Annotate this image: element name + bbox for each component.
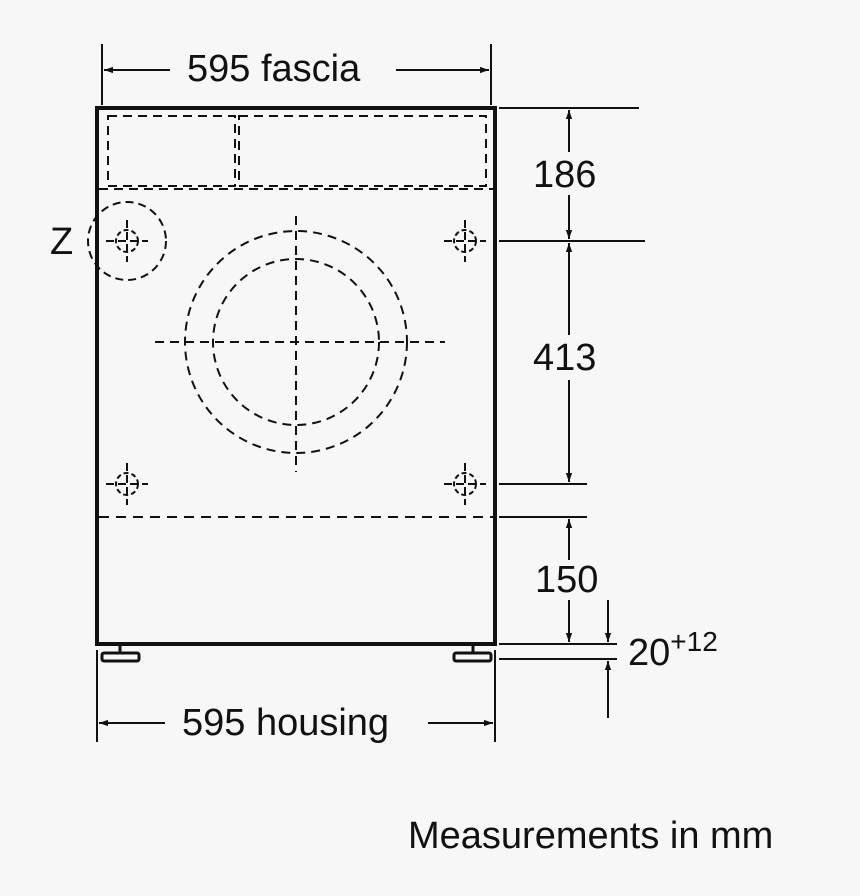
detail-z-circle <box>87 201 167 281</box>
mounting-points <box>106 220 486 505</box>
measurements-footnote: Measurements in mm <box>408 815 774 857</box>
dimension-413-label: 413 <box>533 337 597 379</box>
dimension-186-label: 186 <box>533 154 597 196</box>
control-panel-outline <box>99 115 493 190</box>
adjustable-feet <box>100 644 493 663</box>
feet-height-tolerance: +12 <box>670 626 718 657</box>
fascia-dimension <box>101 44 492 105</box>
dimension-150-label: 150 <box>535 559 599 601</box>
fascia-width-label: 595 fascia <box>187 48 361 90</box>
vertical-dimensions <box>499 107 645 718</box>
mounting-point-icon <box>106 220 148 262</box>
feet-height-label: 20+12 <box>628 628 718 674</box>
door-porthole <box>155 216 445 472</box>
housing-dimension <box>96 650 496 742</box>
mounting-point-icon <box>444 220 486 262</box>
feet-height-base: 20 <box>628 632 671 674</box>
detail-z-label: Z <box>50 221 74 263</box>
mounting-point-icon <box>106 463 148 505</box>
housing-outline <box>95 106 497 646</box>
mounting-point-icon <box>444 463 486 505</box>
housing-width-label: 595 housing <box>182 702 390 744</box>
